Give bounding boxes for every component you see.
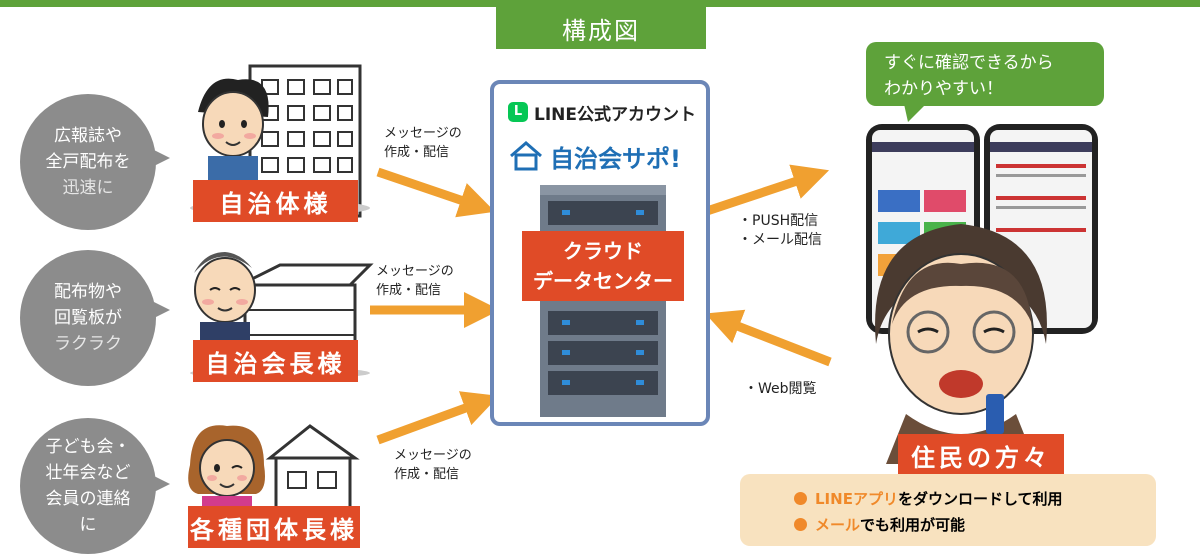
bullet-icon bbox=[794, 518, 807, 531]
arrow-label-bottom: メッセージの 作成・配信 bbox=[394, 446, 472, 484]
bubble-2-line-1: 配布物や bbox=[54, 282, 122, 302]
arrow-label-middle-2: 作成・配信 bbox=[376, 283, 442, 298]
app-header bbox=[872, 142, 974, 152]
cloud-label-2: データセンター bbox=[533, 269, 673, 293]
person-icon bbox=[198, 78, 269, 182]
arrow-label-bottom-2: 作成・配信 bbox=[394, 467, 460, 482]
bubble-3-tail bbox=[154, 476, 170, 492]
server-rack-icon bbox=[540, 185, 666, 417]
label-association-chair: 自治会長様 bbox=[193, 340, 358, 382]
bubble-3-line-3: 会員の連絡 bbox=[45, 489, 131, 509]
arrow-label-push: ・PUSH配信 ・メール配信 bbox=[738, 212, 822, 250]
arrow-push bbox=[702, 164, 830, 217]
bubble-2: 配布物や 回覧板が ラクラク bbox=[20, 250, 156, 386]
bubble-1: 広報誌や 全戸配布を 迅速に bbox=[20, 94, 156, 230]
arrow-group bbox=[376, 391, 499, 445]
note-text: をダウンロードして利用 bbox=[897, 490, 1063, 508]
note-highlight: LINEアプリ bbox=[815, 490, 898, 508]
note-line: メールでも利用が可能 bbox=[794, 514, 965, 535]
menu-tile bbox=[924, 190, 966, 212]
bubble-2-tail bbox=[154, 302, 170, 318]
list-line bbox=[996, 196, 1086, 200]
bubble-3-line-1: 子ども会・ bbox=[45, 437, 131, 457]
arrow-label-middle-1: メッセージの bbox=[376, 264, 454, 279]
bubble-1-line-2: 全戸配布を bbox=[45, 152, 131, 172]
top-bar bbox=[0, 0, 1200, 7]
list-line bbox=[996, 164, 1086, 168]
bubble-3-line-2: 壮年会など bbox=[45, 463, 131, 483]
bubble-3: 子ども会・ 壮年会など 会員の連絡 に bbox=[20, 418, 156, 554]
menu-tile bbox=[878, 190, 920, 212]
bubble-3-line-4: に bbox=[79, 515, 97, 535]
page-title: 構成図 bbox=[496, 7, 706, 49]
bubble-2-line-3: ラクラク bbox=[54, 334, 122, 354]
note-text: でも利用が可能 bbox=[860, 516, 966, 534]
app-header bbox=[990, 142, 1092, 152]
arrow-label-top-1: メッセージの bbox=[384, 126, 462, 141]
bubble-2-line-2: 回覧板が bbox=[54, 308, 122, 328]
house-logo-icon bbox=[510, 141, 542, 171]
resident-person-icon bbox=[875, 224, 1047, 464]
cloud-datacenter-label: クラウド データセンター bbox=[522, 231, 684, 301]
cloud-label-1: クラウド bbox=[563, 239, 643, 263]
label-group-leader: 各種団体長様 bbox=[188, 506, 360, 548]
arrow-label-web: ・Web閲覧 bbox=[744, 381, 817, 397]
line-logo-text: LINE公式アカウント bbox=[534, 104, 696, 125]
note-line: LINEアプリをダウンロードして利用 bbox=[794, 488, 1063, 509]
label-municipality: 自治体様 bbox=[193, 180, 358, 222]
line-logo: L LINE公式アカウント bbox=[508, 100, 704, 125]
bubble-1-tail bbox=[154, 150, 170, 166]
line-icon: L bbox=[508, 102, 528, 122]
speech-line-1: すぐに確認できるから bbox=[884, 53, 1054, 73]
bubble-1-line-1: 広報誌や bbox=[54, 126, 122, 146]
usage-notes: LINEアプリをダウンロードして利用 メールでも利用が可能 bbox=[740, 474, 1156, 546]
bubble-1-line-3: 迅速に bbox=[62, 178, 114, 198]
arrow-label-middle: メッセージの 作成・配信 bbox=[376, 262, 454, 300]
list-line bbox=[996, 206, 1086, 209]
list-line bbox=[996, 228, 1086, 232]
arrow-label-top-2: 作成・配信 bbox=[384, 145, 450, 160]
menu-tile bbox=[878, 222, 920, 244]
person-icon bbox=[188, 425, 265, 512]
speech-tail bbox=[904, 104, 926, 122]
arrow-label-top: メッセージの 作成・配信 bbox=[384, 124, 462, 162]
label-residents: 住民の方々 bbox=[898, 434, 1064, 476]
list-line bbox=[996, 174, 1086, 177]
arrow-label-bottom-1: メッセージの bbox=[394, 448, 472, 463]
bullet-icon bbox=[794, 492, 807, 505]
note-highlight: メール bbox=[815, 516, 861, 534]
arrow-municipality bbox=[376, 167, 496, 218]
brand-logo: 自治会サポ! bbox=[508, 138, 704, 174]
arrow-web bbox=[705, 309, 832, 367]
speech-line-2: わかりやすい！ bbox=[884, 79, 1003, 99]
arrow-label-push-2: ・メール配信 bbox=[738, 232, 822, 248]
brand-text: 自治会サポ! bbox=[550, 144, 681, 173]
arrow-label-push-1: ・PUSH配信 bbox=[738, 213, 819, 229]
speech-bubble: すぐに確認できるから わかりやすい！ bbox=[866, 42, 1104, 106]
